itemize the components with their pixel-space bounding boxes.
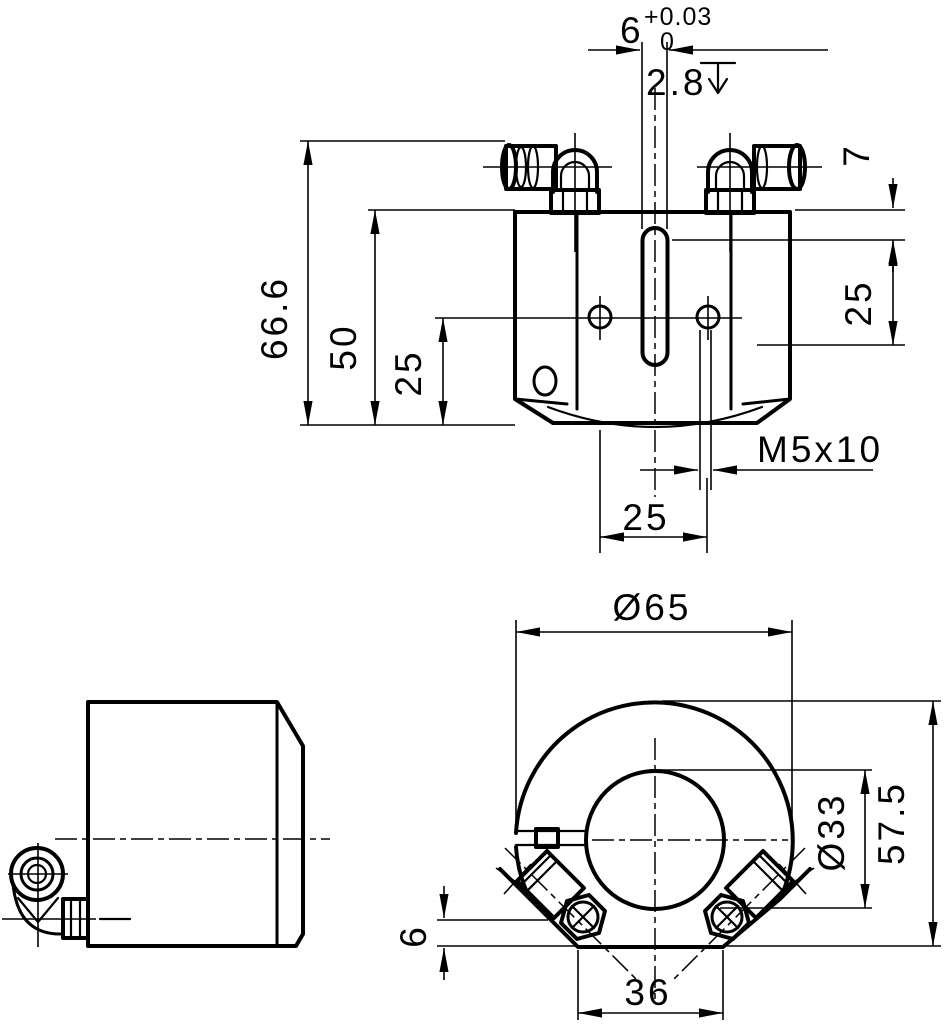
fitting-bottom-right <box>703 849 815 941</box>
dim-base-width: 36 <box>624 972 671 1013</box>
dim-outer-diameter: Ø65 <box>613 587 692 628</box>
key-slot <box>640 226 670 367</box>
side-view <box>2 700 330 948</box>
dim-overall-height: 66.6 <box>254 276 295 360</box>
dim-side-height: 57.5 <box>871 781 912 865</box>
dim-hole-height: 25 <box>388 349 429 396</box>
dim-slot-width: 6 <box>620 10 644 51</box>
fitting-bottom-left <box>495 849 607 941</box>
depth-symbol-icon <box>699 61 737 95</box>
dim-slot-depth: 2.8 <box>646 62 706 103</box>
dim-body-height: 50 <box>323 323 364 370</box>
dim-slot-tol-upper: +0.03 <box>644 3 712 31</box>
dim-slot-offset-top: 7 <box>836 143 877 167</box>
dim-slot-tol-lower: 0 <box>660 28 675 56</box>
front-view: 6 +0.03 0 2.8 66.6 50 25 7 25 M5x10 25 <box>254 3 905 553</box>
fitting-side <box>2 843 96 947</box>
dim-bore-diameter: Ø33 <box>811 793 852 872</box>
dim-thread-callout: M5x10 <box>757 429 883 470</box>
axial-view: Ø65 Ø33 57.5 36 6 <box>393 587 941 1020</box>
dim-slot-length: 25 <box>838 279 879 326</box>
fitting-top-left <box>483 133 612 252</box>
dim-base-thickness: 6 <box>393 924 434 948</box>
fitting-top-right <box>697 133 822 252</box>
clamping-slit <box>514 827 588 849</box>
sensor-hole <box>532 365 558 397</box>
dim-hole-spacing: 25 <box>622 497 669 538</box>
